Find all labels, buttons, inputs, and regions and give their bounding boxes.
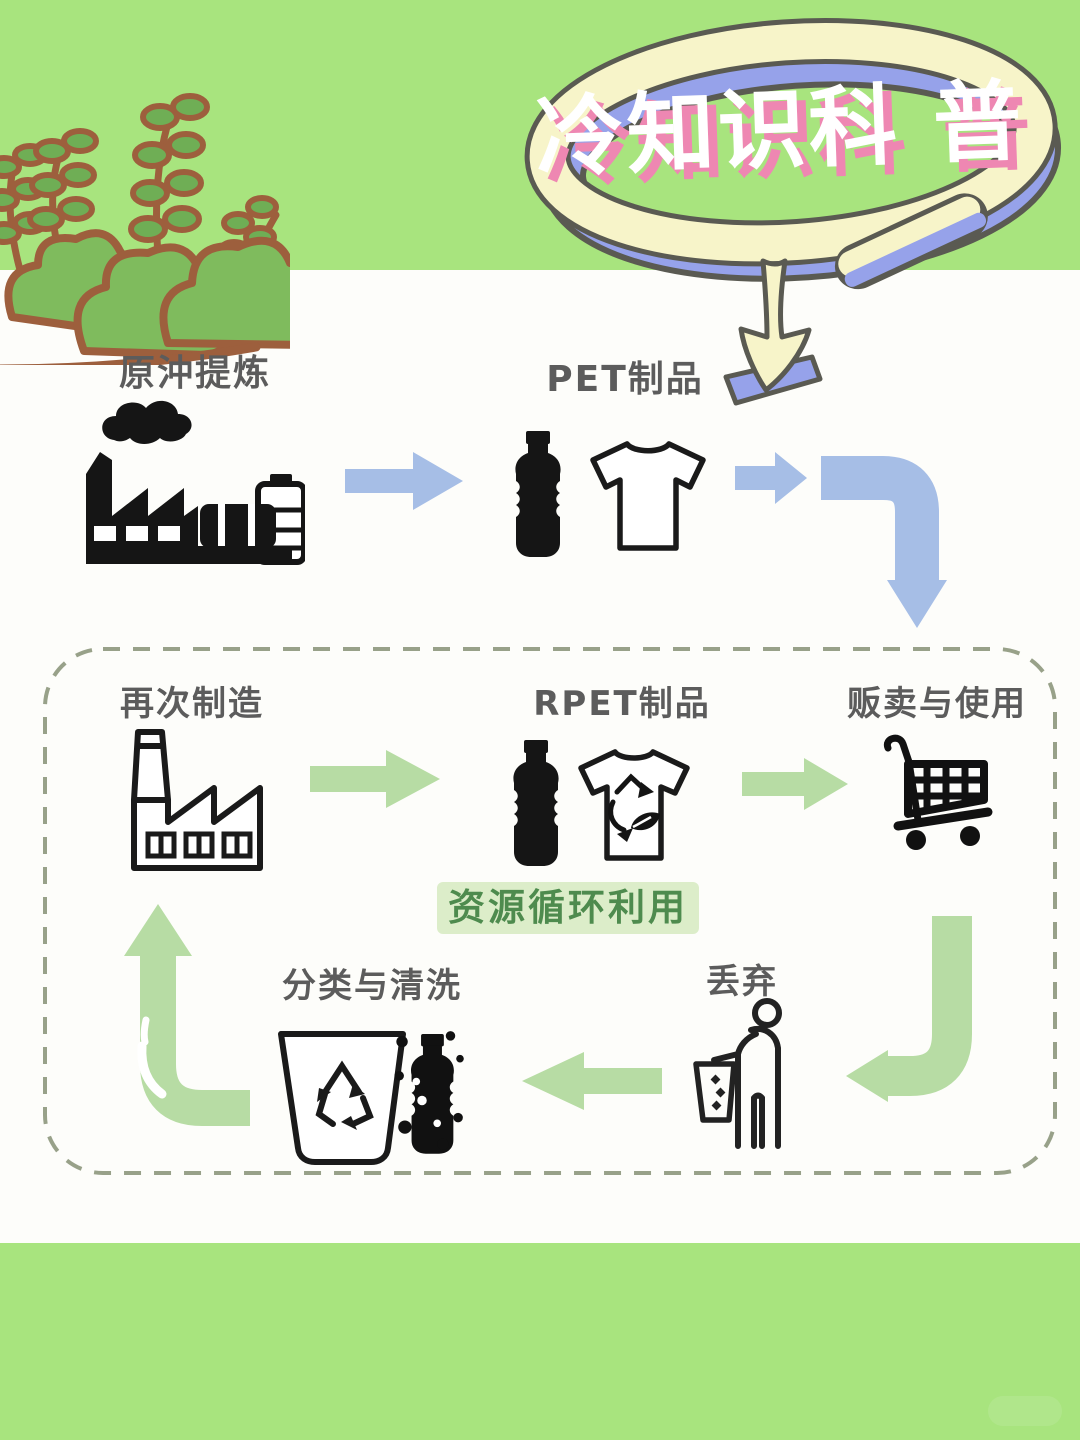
title-loop-icon [524,17,1062,406]
dashed-border [43,647,1057,1175]
recycle-bin-bottle-icon [278,1031,464,1165]
arrow-left-green-icon [522,1052,662,1110]
pet-products-icon [515,431,706,557]
label-discard: 丢弃 [706,962,778,1002]
arrow-up-green-icon [124,904,250,1126]
arrow-right-green-icon [310,750,440,808]
factory-outline-icon [131,729,263,871]
arrow-down-left-green-icon [846,916,972,1102]
label-sorting-cleaning: 分类与清洗 [282,966,462,1006]
recycle-loop-panel: 再次制造 RPET制品 [42,646,1058,1176]
rpet-bottle-icon [513,740,559,866]
arrow-right-green-small-icon [742,758,848,810]
loop-label-badge: 资源循环利用 [437,882,699,934]
shopping-cart-icon [883,734,993,850]
green-band-bottom [0,1243,1080,1440]
label-sale-use: 贩卖与使用 [847,684,1027,724]
down-arrow-icon [723,258,823,406]
loop-end-cap [834,193,988,290]
label-refining: 原沖提炼 [118,353,271,394]
loop-label-text: 资源循环利用 [448,886,688,929]
watermark [988,1396,1062,1426]
arrow-curved-blue-icon [735,452,947,628]
arrow-right-blue-icon [345,452,463,510]
label-remanufacture: 再次制造 [120,684,264,724]
person-discard-icon [693,998,782,1149]
label-pet-products: PET制品 [546,359,704,400]
rpet-tshirt-recycle-icon [578,749,690,861]
page-title: 冷知识科 普 [533,69,1026,190]
plants-icon [0,93,290,365]
label-rpet-products: RPET制品 [533,684,711,724]
refinery-icon [86,400,305,565]
